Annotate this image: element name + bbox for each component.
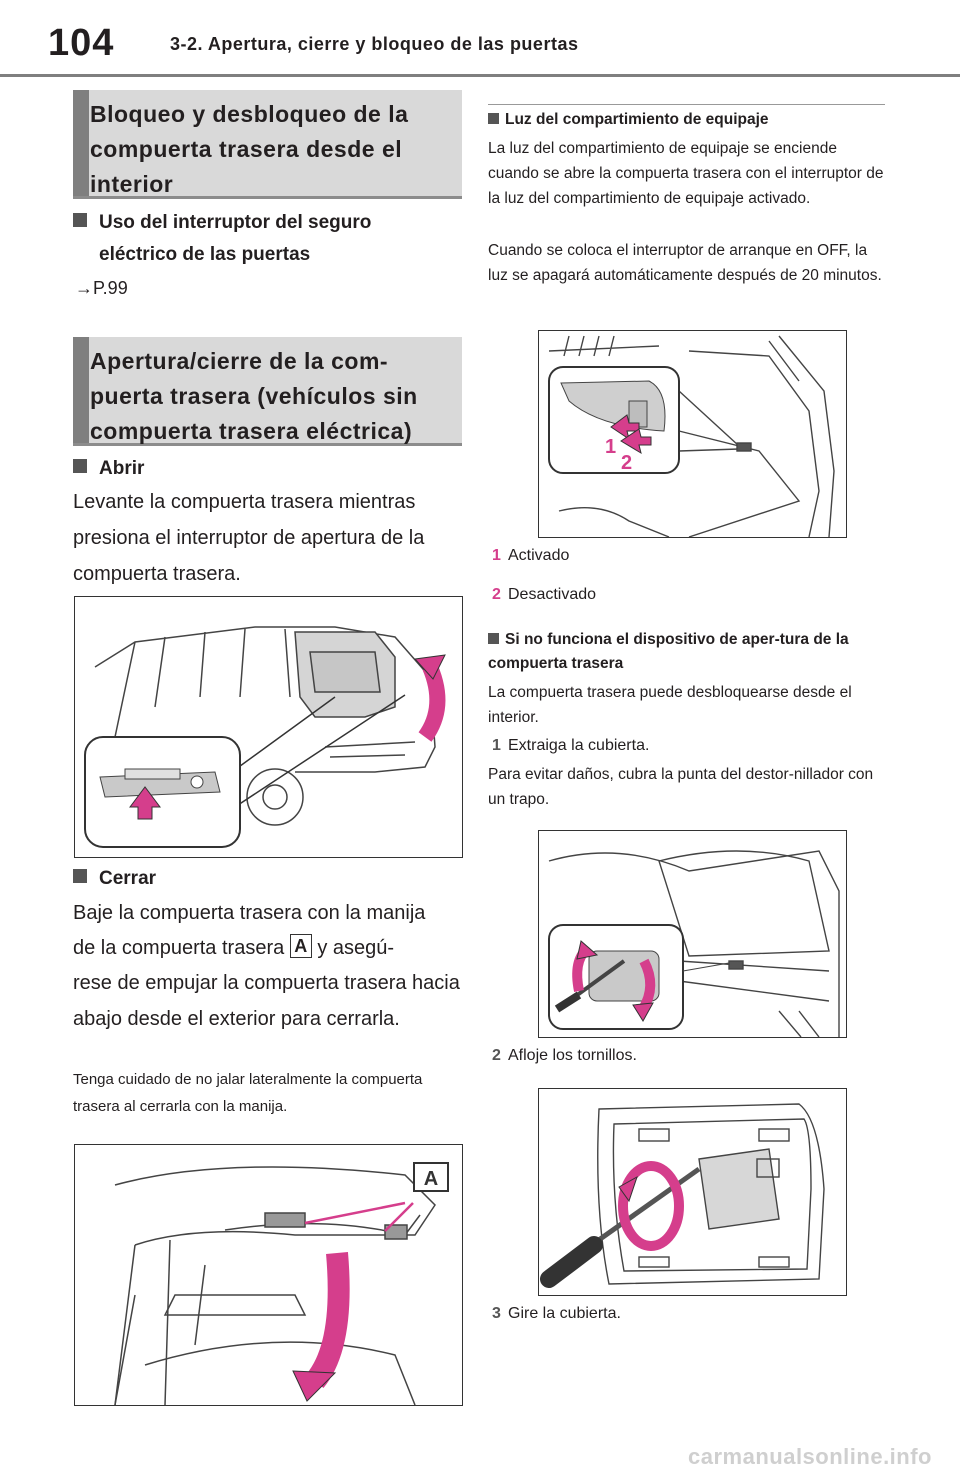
fig-label-2: 2 bbox=[621, 452, 632, 474]
fig-label-1: 1 bbox=[605, 436, 616, 458]
subheading-open: Abrir bbox=[73, 452, 144, 486]
close-paragraph-line2: de la compuerta trasera A y asegú- bbox=[73, 930, 465, 966]
subheading-text: Si no funciona el dispositivo de aper-tu… bbox=[488, 631, 849, 672]
figure-luggage-light-switch: 1 2 bbox=[538, 330, 847, 538]
site-watermark: carmanualsonline.info bbox=[688, 1444, 932, 1469]
legend-number: 2 bbox=[492, 586, 501, 603]
close-text-part: de la compuerta trasera bbox=[73, 937, 285, 959]
subheading-text: Uso del interruptor del seguro bbox=[99, 212, 372, 233]
step-number: 1 bbox=[492, 737, 501, 754]
section-bar bbox=[73, 337, 89, 443]
subheading-power-lock: Uso del interruptor del seguro bbox=[73, 206, 463, 240]
column-rule bbox=[488, 104, 885, 105]
step-1-note: Para evitar daños, cubra la punta del de… bbox=[488, 766, 874, 808]
square-bullet-icon bbox=[73, 869, 87, 883]
square-bullet-icon bbox=[73, 213, 87, 227]
step-text: Gire la cubierta. bbox=[508, 1305, 621, 1322]
step-text: Extraiga la cubierta. bbox=[508, 737, 650, 754]
legend-number: 1 bbox=[492, 547, 501, 564]
square-bullet-icon bbox=[73, 459, 87, 473]
legend-item: 1 Activado bbox=[492, 544, 569, 568]
callout-label-a: A bbox=[424, 1168, 438, 1190]
section-bar bbox=[73, 90, 89, 196]
legend-text: Activado bbox=[508, 547, 570, 564]
subheading-text: Abrir bbox=[99, 458, 145, 479]
chapter-title: 3-2. Apertura, cierre y bloqueo de las p… bbox=[170, 34, 579, 54]
section-title: Apertura/cierre de la com-puerta trasera… bbox=[90, 348, 418, 444]
figure-remove-cover bbox=[538, 830, 847, 1038]
loosen-screws-illustration bbox=[540, 1103, 825, 1288]
page-reference-link[interactable]: →P.99 bbox=[75, 278, 128, 298]
subheading-text: Luz del compartimiento de equipaje bbox=[505, 111, 769, 128]
step-1: 1 Extraiga la cubierta. bbox=[492, 734, 649, 758]
tailgate-close-illustration: A bbox=[114, 1162, 449, 1405]
close-text-part: y asegú- bbox=[317, 937, 395, 959]
section-heading-interior-lock: Bloqueo y desbloqueo de la compuerta tra… bbox=[73, 90, 462, 199]
light-paragraph-1: La luz del compartimiento de equipaje se… bbox=[488, 140, 884, 207]
subheading-opener-failure: Si no funciona el dispositivo de aper-tu… bbox=[488, 628, 888, 676]
close-paragraph-line1: Baje la compuerta trasera con la manija bbox=[73, 902, 426, 924]
square-bullet-icon bbox=[488, 113, 499, 124]
light-paragraph-2: Cuando se coloca el interruptor de arran… bbox=[488, 242, 882, 284]
subheading-power-lock-line2: eléctrico de las puertas bbox=[99, 244, 311, 265]
step-number: 2 bbox=[492, 1047, 501, 1064]
figure-tailgate-open bbox=[74, 596, 463, 858]
car-rear-illustration bbox=[84, 626, 446, 848]
caution-note: Tenga cuidado de no jalar lateralmente l… bbox=[73, 1071, 423, 1115]
failure-paragraph: La compuerta trasera puede desbloquearse… bbox=[488, 684, 852, 726]
remove-cover-illustration bbox=[548, 850, 840, 1037]
step-number: 3 bbox=[492, 1305, 501, 1322]
step-3: 3 Gire la cubierta. bbox=[492, 1302, 621, 1326]
open-paragraph: Levante la compuerta trasera mientras pr… bbox=[73, 491, 425, 585]
light-switch-illustration: 1 2 bbox=[548, 335, 835, 537]
callout-label-box: A bbox=[289, 934, 312, 958]
subheading-text: Cerrar bbox=[99, 868, 157, 889]
subheading-close: Cerrar bbox=[73, 862, 156, 896]
section-title: Bloqueo y desbloqueo de la compuerta tra… bbox=[90, 101, 409, 197]
step-2: 2 Afloje los tornillos. bbox=[492, 1044, 637, 1068]
page-number: 104 bbox=[48, 22, 115, 64]
header-rule bbox=[0, 74, 960, 77]
figure-loosen-screws bbox=[538, 1088, 847, 1296]
close-paragraph-line3: rese de empujar la compuerta trasera hac… bbox=[73, 972, 460, 1030]
legend-item: 2 Desactivado bbox=[492, 583, 596, 607]
legend-text: Desactivado bbox=[508, 586, 597, 603]
step-text: Afloje los tornillos. bbox=[508, 1047, 637, 1064]
section-heading-open-close: Apertura/cierre de la com-puerta trasera… bbox=[73, 337, 462, 446]
subheading-luggage-light: Luz del compartimiento de equipaje bbox=[488, 108, 888, 132]
figure-tailgate-close: A bbox=[74, 1144, 463, 1406]
square-bullet-icon bbox=[488, 633, 499, 644]
